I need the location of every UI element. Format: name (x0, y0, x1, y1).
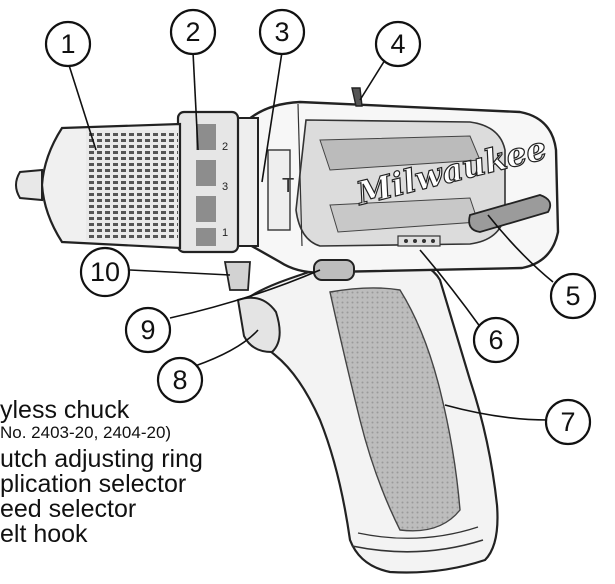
svg-text:4: 4 (390, 29, 405, 59)
svg-text:8: 8 (172, 365, 187, 395)
callout-8: 8 (156, 356, 204, 404)
legend-item-speed-selector: eed selector (0, 497, 137, 522)
callout-5: 5 (549, 272, 597, 320)
collar-mark-3: 3 (222, 181, 228, 193)
callout-9: 9 (124, 306, 172, 354)
legend-item-clutch-ring: utch adjusting ring (0, 447, 203, 472)
svg-text:2: 2 (185, 17, 200, 47)
collar-assembly: T 2 3 1 (176, 110, 294, 254)
callout-10: 10 (79, 246, 131, 298)
leader-lines (67, 51, 554, 421)
svg-text:3: 3 (274, 17, 289, 47)
svg-text:9: 9 (140, 315, 155, 345)
svg-text:1: 1 (60, 29, 75, 59)
svg-text:7: 7 (560, 407, 575, 437)
keyless-chuck (15, 122, 182, 250)
callout-4: 4 (374, 20, 422, 68)
callout-3: 3 (258, 8, 306, 56)
legend-item-catalog-note: No. 2403-20, 2404-20) (0, 423, 172, 442)
svg-text:5: 5 (565, 281, 580, 311)
callout-7: 7 (544, 398, 592, 446)
parts-legend: yless chuck No. 2403-20, 2404-20) utch a… (0, 398, 330, 547)
legend-item-keyless-chuck: yless chuck (0, 398, 130, 423)
svg-text:6: 6 (488, 325, 503, 355)
legend-item-application-selector: plication selector (0, 472, 187, 497)
speed-selector (351, 87, 363, 107)
collar-mark-t: T (282, 175, 294, 197)
collar-mark-2: 2 (222, 141, 228, 153)
callout-1: 1 (44, 20, 92, 68)
svg-text:10: 10 (90, 257, 120, 287)
collar-mark-1: 1 (222, 227, 228, 239)
led-light (223, 261, 251, 291)
fuel-gauge (397, 235, 441, 247)
callout-6: 6 (472, 316, 520, 364)
belt-hook (468, 194, 552, 233)
legend-item-belt-hook: elt hook (0, 522, 88, 547)
motor-housing (236, 100, 560, 274)
handle-grip (243, 256, 499, 574)
direction-button (313, 259, 355, 281)
callout-2: 2 (169, 8, 217, 56)
